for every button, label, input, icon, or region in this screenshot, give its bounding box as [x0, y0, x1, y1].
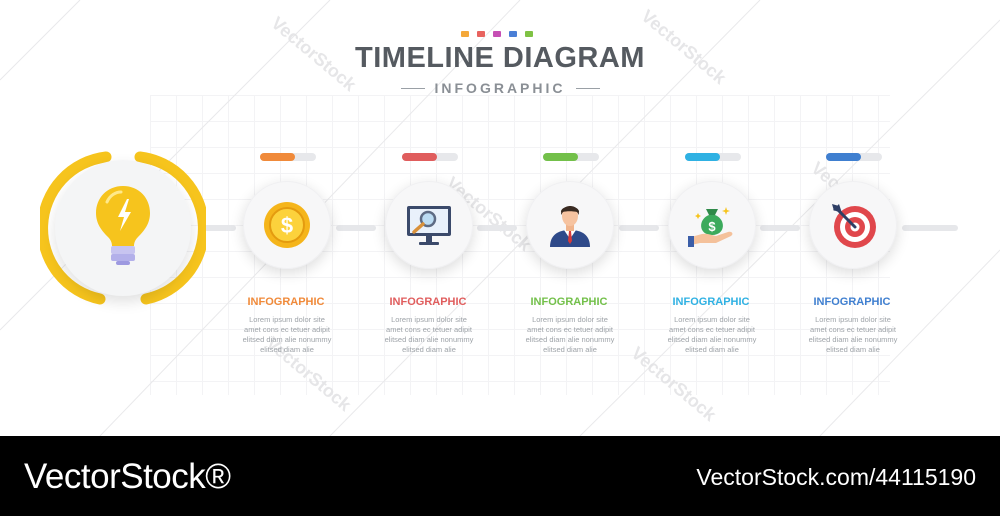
step-progress-bar	[260, 153, 316, 161]
step-node	[809, 181, 897, 269]
timeline-connector	[760, 225, 800, 231]
divider	[400, 87, 425, 89]
svg-text:$: $	[281, 213, 293, 238]
step-progress-fill	[260, 153, 295, 161]
step-node: $	[243, 181, 331, 269]
step-progress-bar	[402, 153, 458, 161]
description-line: amet cons ec tetuer adipit	[669, 325, 755, 334]
page-title: TIMELINE DIAGRAM	[355, 42, 645, 74]
description-line: elitsed diam alie nonummy	[525, 335, 615, 344]
svg-text:$: $	[708, 219, 716, 234]
step-progress-bar	[685, 153, 741, 161]
description-line: elitsed diam alie	[685, 345, 739, 354]
step-title: INFOGRAPHIC	[530, 296, 608, 308]
description-line: amet cons ec tetuer adipit	[386, 325, 472, 334]
timeline-connector	[336, 225, 376, 231]
title-color-dots	[461, 31, 533, 37]
description-line: Lorem ipsum dolor site	[815, 315, 891, 324]
description-line: elitsed diam alie	[260, 345, 314, 354]
step-title: INFOGRAPHIC	[247, 296, 325, 308]
description-line: amet cons ec tetuer adipit	[810, 325, 896, 334]
description-line: Lorem ipsum dolor site	[674, 315, 750, 324]
description-line: elitsed diam alie nonummy	[242, 335, 332, 344]
target-arrow-icon	[832, 204, 876, 248]
footer-bar: VectorStock® VectorStock.com/44115190	[0, 436, 1000, 516]
description-line: elitsed diam alie nonummy	[667, 335, 757, 344]
page-subtitle: INFOGRAPHIC	[434, 80, 566, 96]
description-line: elitsed diam alie nonummy	[808, 335, 898, 344]
description-line: elitsed diam alie	[402, 345, 456, 354]
timeline-connector	[477, 225, 517, 231]
step-title: INFOGRAPHIC	[389, 296, 467, 308]
businessman-icon	[550, 206, 590, 247]
money-bag-hand-icon: $	[688, 207, 733, 247]
step-node: $	[668, 181, 756, 269]
description-line: Lorem ipsum dolor site	[532, 315, 608, 324]
color-dot	[525, 31, 533, 37]
timeline-connector	[619, 225, 659, 231]
coin-icon: $	[264, 202, 310, 248]
color-dot	[461, 31, 469, 37]
lightbulb-icon	[96, 186, 150, 265]
timeline-connector	[204, 225, 236, 231]
subtitle-row: INFOGRAPHIC	[360, 80, 640, 96]
step-progress-fill	[402, 153, 437, 161]
step-progress-fill	[685, 153, 720, 161]
description-line: Lorem ipsum dolor site	[391, 315, 467, 324]
color-dot	[509, 31, 517, 37]
step-progress-bar	[826, 153, 882, 161]
description-line: elitsed diam alie	[826, 345, 880, 354]
monitor-search-icon	[407, 206, 451, 245]
step-description: Lorem ipsum dolor site amet cons ec tetu…	[228, 315, 346, 355]
color-dot	[493, 31, 501, 37]
step-title: INFOGRAPHIC	[813, 296, 891, 308]
step-node	[526, 181, 614, 269]
description-line: Lorem ipsum dolor site	[249, 315, 325, 324]
description-line: elitsed diam alie nonummy	[384, 335, 474, 344]
footer-url: VectorStock.com/44115190	[696, 464, 976, 490]
step-progress-fill	[826, 153, 861, 161]
timeline-connector	[902, 225, 958, 231]
step-progress-bar	[543, 153, 599, 161]
step-progress-fill	[543, 153, 578, 161]
divider	[575, 87, 600, 89]
description-line: amet cons ec tetuer adipit	[244, 325, 330, 334]
description-line: amet cons ec tetuer adipit	[527, 325, 613, 334]
color-dot	[477, 31, 485, 37]
footer-brand: VectorStock®	[24, 457, 231, 496]
step-description: Lorem ipsum dolor site amet cons ec tetu…	[511, 315, 629, 355]
step-title: INFOGRAPHIC	[672, 296, 750, 308]
step-description: Lorem ipsum dolor site amet cons ec tetu…	[653, 315, 771, 355]
infographic-canvas: VectorStock VectorStock VectorStock Vect…	[0, 0, 1000, 436]
hero-ring	[40, 151, 206, 305]
description-line: elitsed diam alie	[543, 345, 597, 354]
step-description: Lorem ipsum dolor site amet cons ec tetu…	[794, 315, 912, 355]
step-node	[385, 181, 473, 269]
step-description: Lorem ipsum dolor site amet cons ec tetu…	[370, 315, 488, 355]
